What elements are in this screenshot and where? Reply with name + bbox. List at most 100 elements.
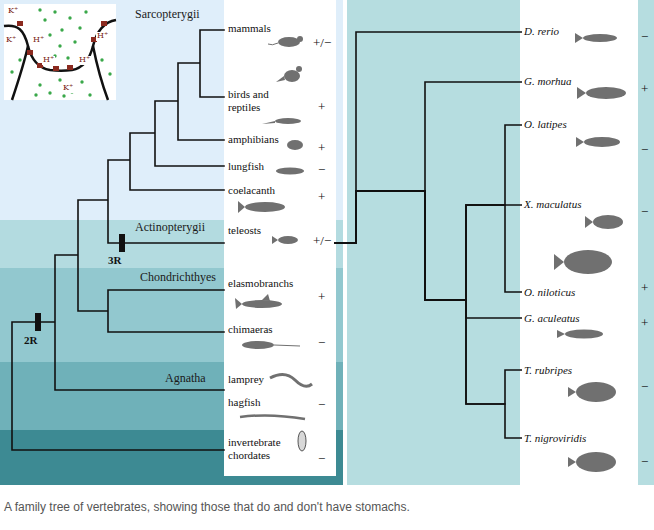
text-holder: teleosts: [228, 224, 261, 237]
text-holder: Chondrichthyes: [140, 271, 216, 285]
animal-sketch: [245, 202, 285, 212]
stomach-sign: +: [641, 316, 648, 331]
lumen-dots: [43, 18, 46, 21]
animal-sketch: [298, 431, 306, 451]
text-holder: Sarcopterygii: [135, 8, 200, 22]
taxon-name: lamprey: [228, 373, 264, 386]
label-holder: 2R: [24, 334, 37, 347]
text-holder: chimaeras: [228, 323, 273, 336]
cell-membrane: [12, 46, 28, 100]
lumen-dots: [38, 8, 41, 11]
fish-sketch: [585, 216, 593, 228]
animal-sketch: [270, 374, 312, 386]
lumen-dots: [88, 93, 91, 96]
stomach-sign: −: [641, 380, 648, 395]
text-holder: invertebrate chordates: [228, 436, 294, 461]
cell-membrane: [4, 20, 116, 100]
proton-pump: [27, 50, 33, 55]
stomach-sign: +: [318, 190, 325, 205]
label-holder: H⁺: [96, 32, 109, 41]
animal-sketch: [268, 43, 278, 45]
animal-sketch: [262, 121, 275, 124]
stomach-sign: +: [318, 141, 325, 156]
text-holder: +: [318, 141, 325, 156]
fish-sketch: [584, 137, 620, 147]
animal-sketch: [235, 36, 312, 451]
ion-label: K⁺: [62, 84, 74, 93]
text-holder: −: [641, 455, 648, 470]
animal-sketch: [276, 76, 285, 82]
text-holder: −: [318, 452, 325, 467]
lumen-dots: [58, 78, 61, 81]
stomach-sign: −: [318, 336, 325, 351]
label-holder: H⁺: [42, 56, 55, 65]
stomach-sign: +: [318, 290, 325, 305]
detail-panel: [347, 0, 654, 485]
tree-branch: [334, 191, 522, 300]
animal-sketch: [238, 201, 245, 213]
stomach-sign: +/−: [313, 36, 331, 51]
text-holder: −: [318, 163, 325, 178]
connector-group: [334, 32, 522, 438]
animal-sketch: [235, 298, 242, 309]
lumen-dots: [84, 10, 87, 13]
cell-membrane: [4, 20, 116, 71]
species-name: O. niloticus: [524, 286, 575, 299]
figure-caption: A family tree of vertebrates, showing th…: [4, 500, 650, 514]
species-name: G. morhua: [524, 75, 571, 88]
text-holder: birds and reptiles: [228, 88, 284, 113]
lumen-dots: [10, 70, 13, 73]
taxa-column: [224, 0, 336, 476]
lumen-dots: [66, 56, 69, 59]
lumen-dots: [80, 80, 83, 83]
taxon-name: coelacanth: [228, 184, 275, 197]
text-holder: X. maculatus: [524, 198, 581, 211]
fish-sketch: [565, 330, 603, 339]
taxon-name: teleosts: [228, 224, 261, 237]
text-holder: coelacanth: [228, 184, 275, 197]
proton-pump: [101, 21, 107, 26]
lumen-dots: [58, 44, 61, 47]
stomach-sign: −: [318, 163, 325, 178]
animal-sketch: [272, 236, 278, 244]
text-holder: +: [318, 290, 325, 305]
stomach-sign: +/−: [313, 234, 331, 249]
fish-sketch: [568, 387, 576, 397]
text-holder: +: [641, 316, 648, 331]
taxon-name: amphibians: [228, 133, 279, 146]
text-holder: T. rubripes: [524, 364, 572, 377]
label-holder: K⁺: [7, 7, 19, 16]
animal-sketch: [297, 36, 303, 42]
tree-branch: [334, 191, 522, 438]
taxon-name: hagfish: [228, 396, 260, 409]
text-holder: −: [318, 336, 325, 351]
duplication-bar: [119, 234, 125, 252]
animal-sketch: [242, 300, 282, 308]
species-name: O. latipes: [524, 118, 567, 131]
clade-name: Agnatha: [165, 372, 206, 386]
text-holder: −: [641, 205, 648, 220]
fish-sketch: [583, 34, 617, 42]
duplication-label: 3R: [108, 254, 121, 267]
label-holder: H⁺: [78, 56, 91, 65]
caption-holder: A family tree of vertebrates, showing th…: [4, 500, 650, 514]
lumen-dots: [78, 26, 81, 29]
animal-sketch: [278, 236, 298, 244]
taxon-name: lungfish: [228, 160, 264, 173]
fish-sketch: [576, 452, 616, 472]
cell-inset: [4, 4, 116, 100]
text-holder: lungfish: [228, 160, 264, 173]
cell-inset: [4, 4, 116, 100]
tree-branch: [334, 191, 522, 404]
fish-sketch: [568, 457, 576, 467]
lumen-dots: [53, 10, 56, 13]
fish-sketch: [586, 87, 626, 99]
taxon-name: birds and reptiles: [228, 88, 284, 113]
stomach-sign: −: [318, 398, 325, 413]
tree-branch: [334, 32, 522, 243]
lumen-dots: [73, 40, 76, 43]
stomach-sign: +: [641, 281, 648, 296]
text-holder: +/−: [313, 36, 331, 51]
lumen-dots: [100, 58, 103, 61]
